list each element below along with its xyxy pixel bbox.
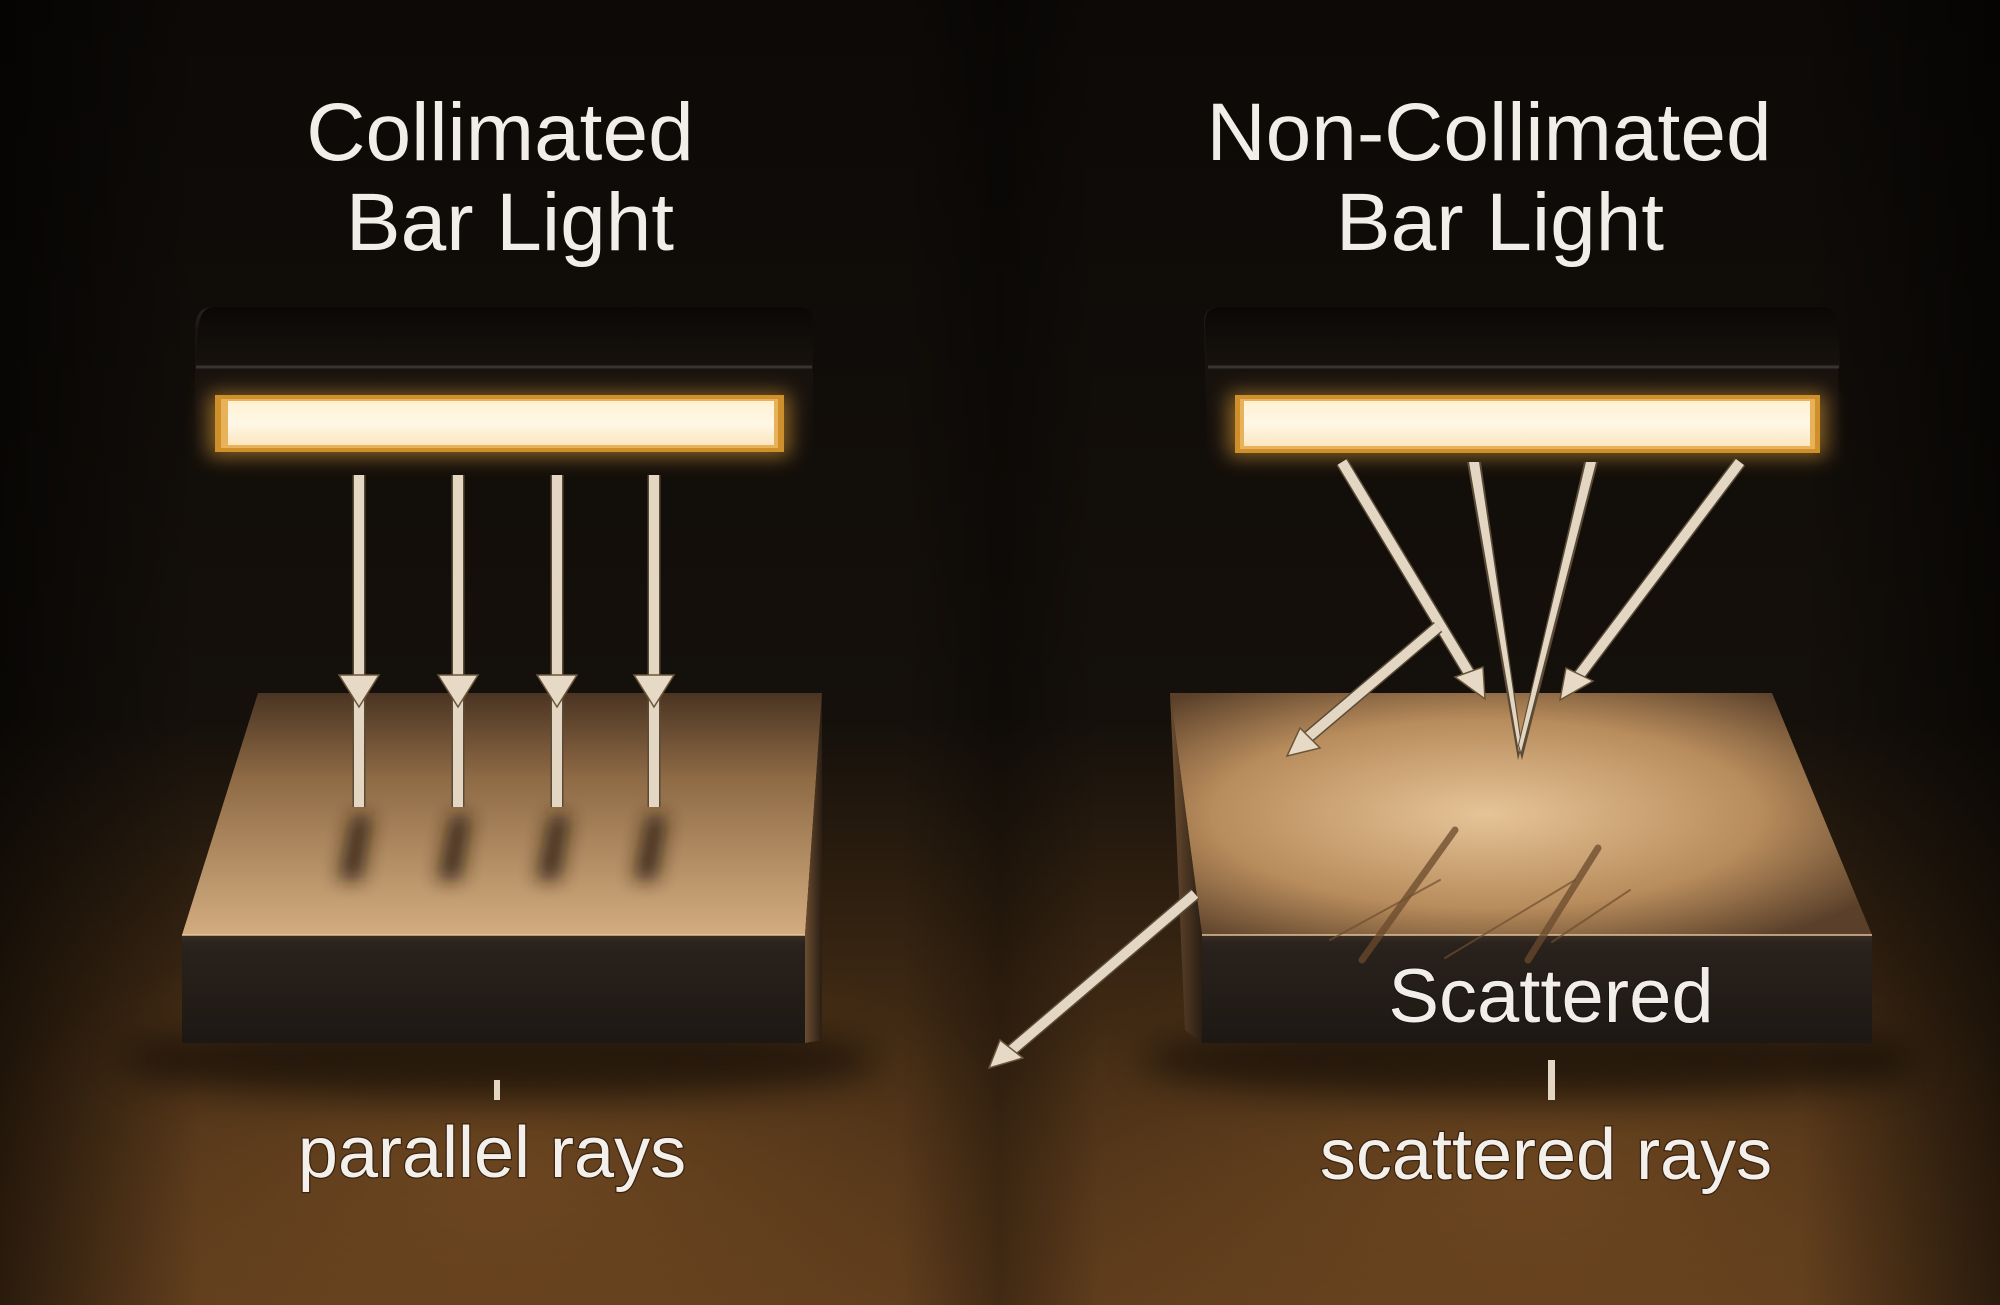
caption-tick — [494, 1080, 500, 1100]
right-title-line2: Bar Light — [1336, 177, 1664, 268]
arrow-outgoing-icon — [987, 889, 1200, 1070]
arrow-down-icon — [1558, 458, 1746, 702]
ray-shadows — [338, 815, 667, 880]
right-title-line1: Non-Collimated — [1206, 87, 1771, 178]
material-block-icon — [1140, 693, 1920, 1100]
arrow-down-icon — [535, 475, 579, 807]
right-panel-non-collimated: Non-Collimated Bar Light — [987, 87, 1920, 1196]
left-title-line2: Bar Light — [346, 177, 674, 268]
right-caption: scattered rays — [1320, 1115, 1772, 1195]
parallel-rays — [337, 475, 676, 807]
arrow-down-icon — [436, 475, 480, 807]
left-title-line1: Collimated — [306, 87, 693, 178]
bar-light-icon — [195, 307, 813, 463]
arrow-down-icon — [337, 475, 381, 807]
arrow-down-icon — [632, 475, 676, 807]
left-panel-collimated: Collimated Bar Light — [120, 87, 880, 1194]
scattered-rays — [987, 458, 1746, 1070]
arrow-down-icon — [1336, 458, 1486, 701]
arrow-branch-icon — [1285, 622, 1443, 758]
bar-light-icon — [1204, 307, 1840, 463]
scratch-icon — [1329, 826, 1631, 964]
block-label-scattered: Scattered — [1388, 954, 1713, 1039]
converging-rays — [1467, 462, 1598, 760]
left-caption: parallel rays — [298, 1113, 686, 1193]
caption-tick — [1548, 1060, 1555, 1100]
